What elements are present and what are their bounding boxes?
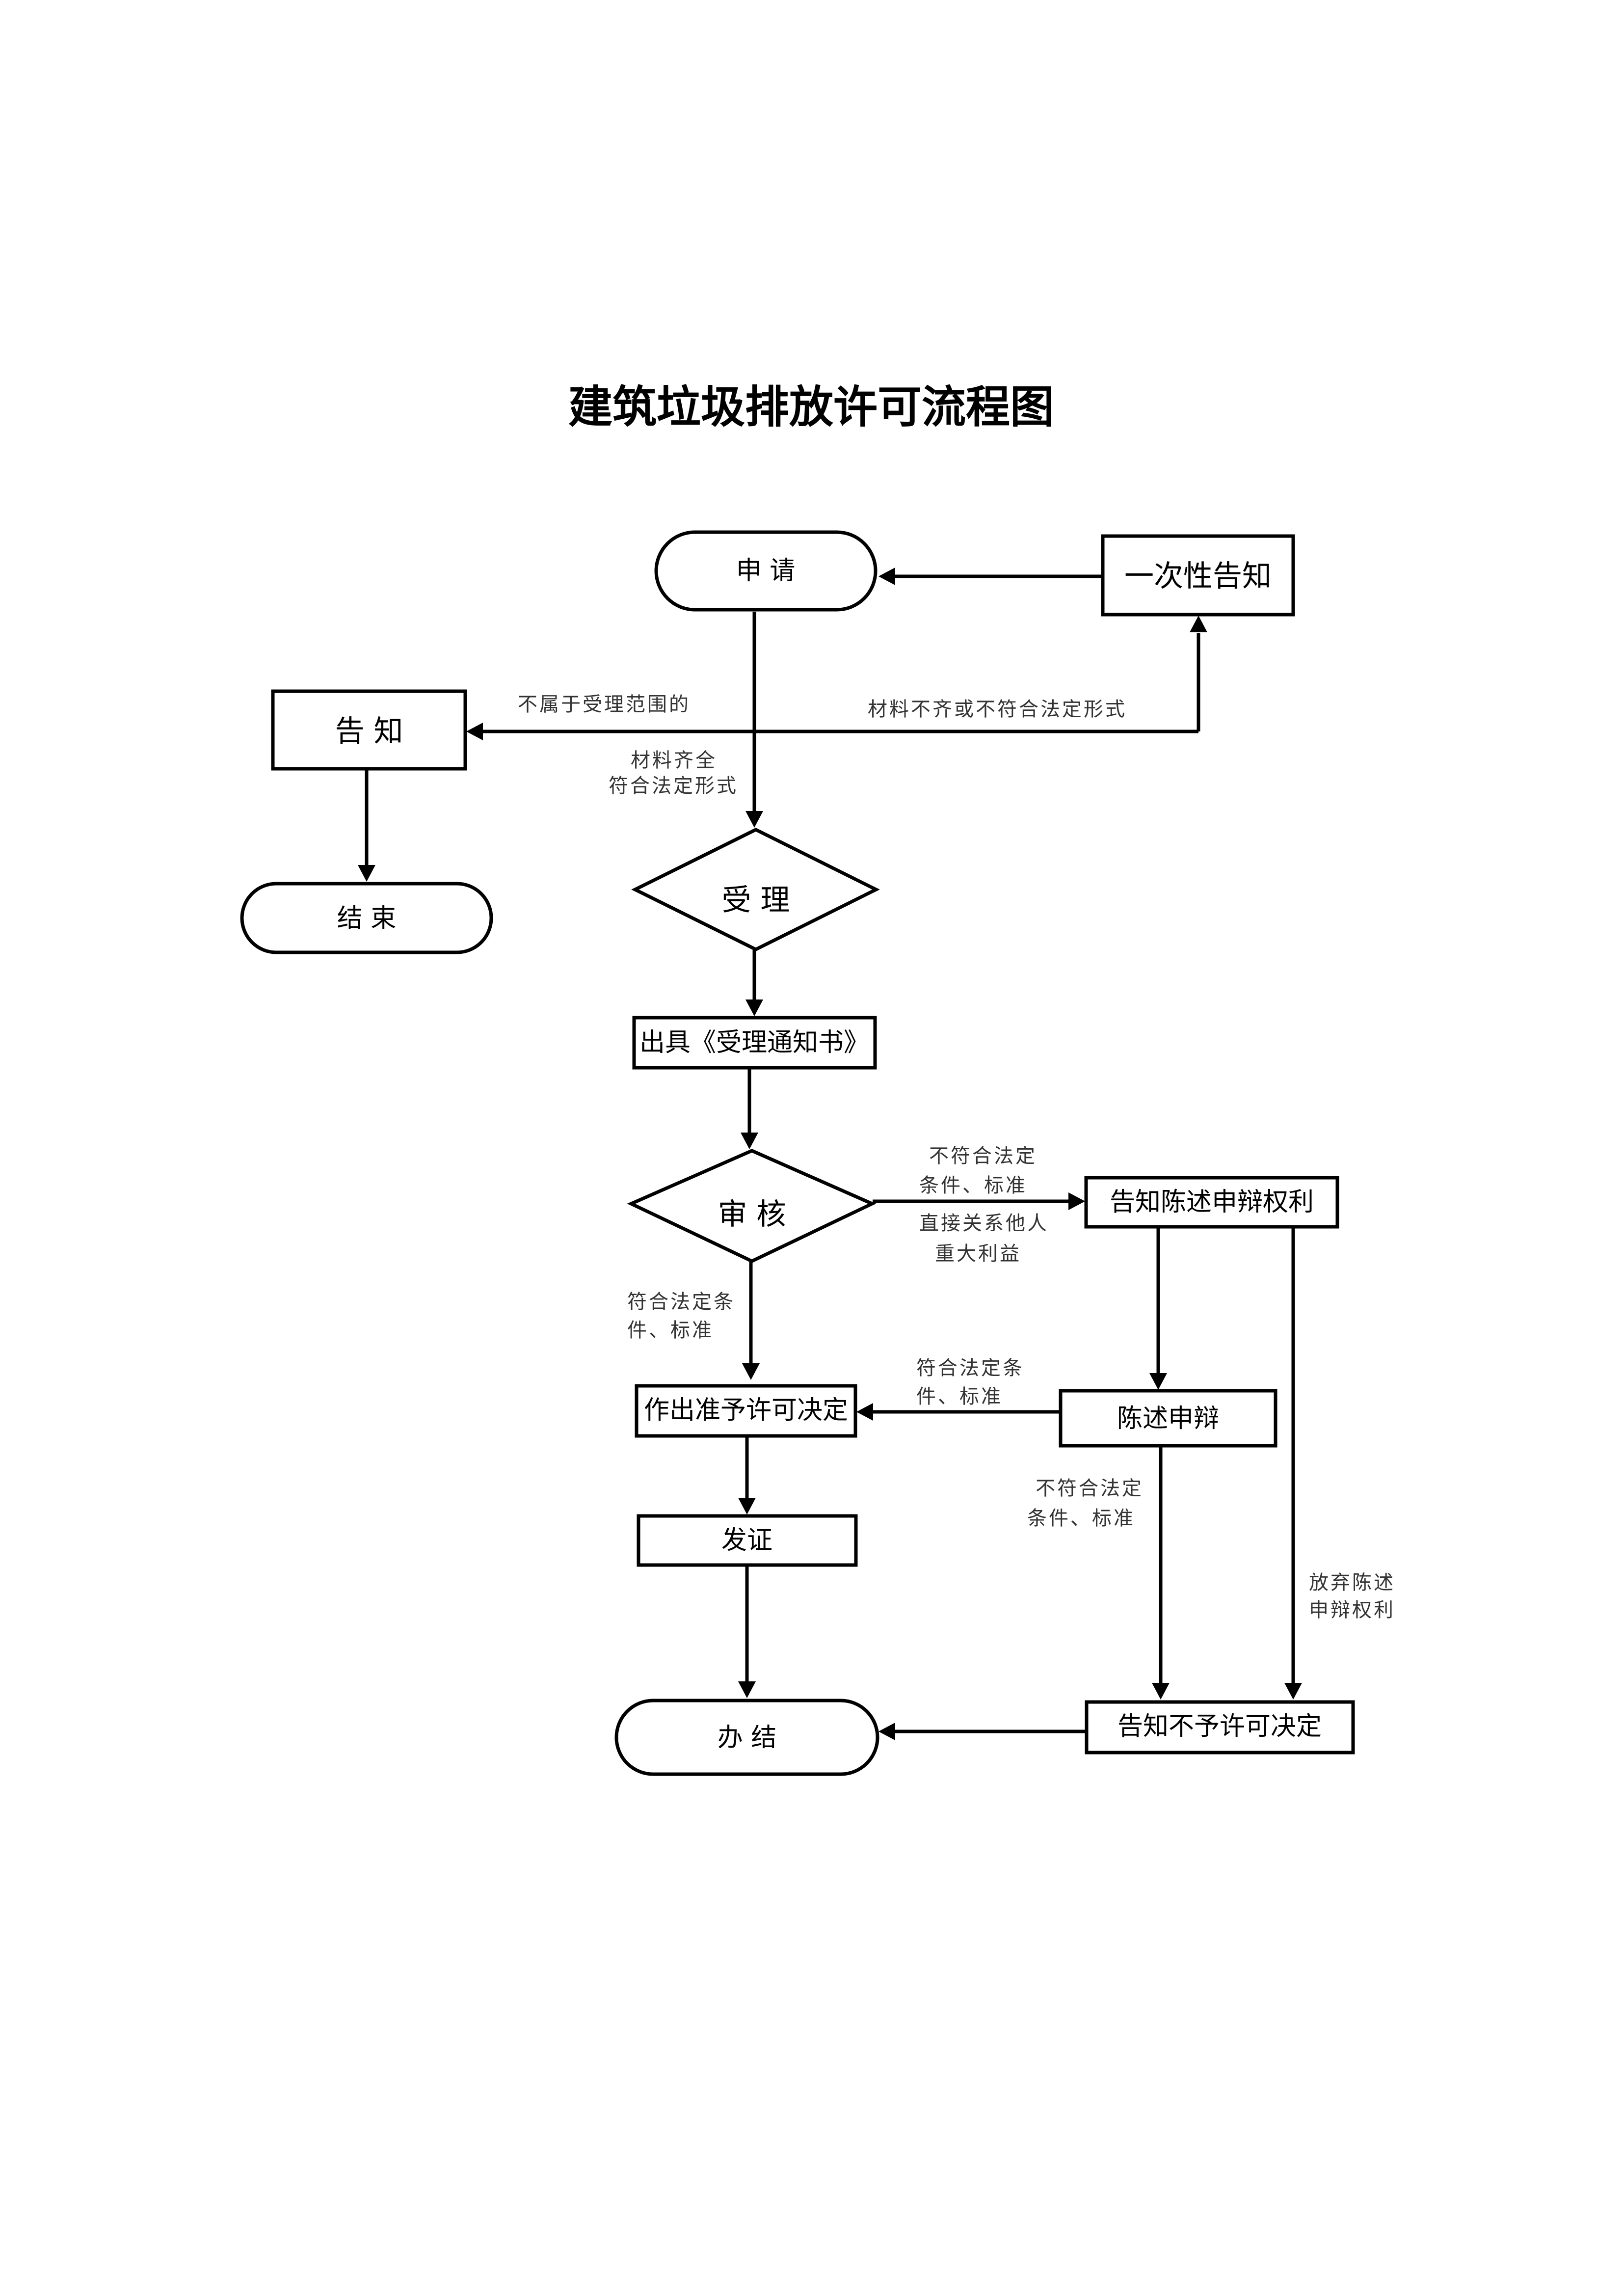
node-issue-notice-label: 出具《受理通知书》 bbox=[639, 1028, 869, 1057]
node-apply-label: 申 请 bbox=[736, 556, 796, 586]
label-complete-materials-2: 符合法定形式 bbox=[609, 775, 738, 797]
arrowhead bbox=[1284, 1683, 1302, 1700]
node-apply bbox=[654, 530, 878, 612]
node-inform-rights-label: 告知陈述申辩权利 bbox=[1110, 1188, 1314, 1217]
arrowhead bbox=[1149, 1373, 1167, 1390]
label-major-interest-2: 重大利益 bbox=[935, 1243, 1021, 1265]
label-defense-meet-2: 件、标准 bbox=[916, 1385, 1003, 1408]
arrowhead bbox=[741, 1133, 758, 1149]
arrowhead bbox=[466, 723, 483, 740]
arrowhead bbox=[1190, 616, 1207, 632]
page-title: 建筑垃圾排放许可流程图 bbox=[568, 381, 1054, 433]
arrowhead bbox=[745, 811, 763, 828]
node-review-label: 审 核 bbox=[718, 1197, 786, 1232]
arrowhead bbox=[1068, 1192, 1085, 1210]
node-grant-decision-label: 作出准予许可决定 bbox=[644, 1396, 848, 1425]
label-waive-rights-1: 放弃陈述 bbox=[1309, 1571, 1395, 1594]
node-review bbox=[627, 1149, 877, 1263]
arrowhead bbox=[742, 1363, 760, 1380]
node-statement-defense-label: 陈述申辩 bbox=[1117, 1404, 1219, 1433]
arrowhead bbox=[738, 1681, 756, 1698]
arrowhead bbox=[358, 865, 375, 882]
label-defense-not-meet-2: 条件、标准 bbox=[1027, 1507, 1135, 1530]
node-accept-label: 受 理 bbox=[721, 883, 790, 918]
label-complete-materials-1: 材料齐全 bbox=[631, 749, 717, 772]
arrowhead bbox=[745, 999, 763, 1016]
label-defense-not-meet-1: 不符合法定 bbox=[1036, 1477, 1144, 1500]
node-grant-decision bbox=[635, 1384, 857, 1438]
label-major-interest-1: 直接关系他人 bbox=[919, 1212, 1049, 1235]
node-end bbox=[240, 882, 493, 954]
node-issue-cert bbox=[637, 1514, 858, 1567]
node-inform-rights bbox=[1084, 1176, 1339, 1229]
node-statement-defense bbox=[1059, 1389, 1277, 1448]
arrowhead bbox=[856, 1403, 873, 1421]
node-end-label: 结 束 bbox=[337, 904, 397, 933]
label-out-of-scope: 不属于受理范围的 bbox=[518, 693, 691, 716]
label-review-not-meet-2: 条件、标准 bbox=[919, 1174, 1027, 1197]
label-incomplete-materials: 材料不齐或不符合法定形式 bbox=[868, 698, 1127, 721]
arrowhead bbox=[878, 1723, 895, 1740]
label-waive-rights-2: 申辩权利 bbox=[1309, 1599, 1395, 1621]
label-review-meet-1: 符合法定条 bbox=[627, 1291, 735, 1313]
arrowhead bbox=[738, 1498, 756, 1514]
node-issue-notice bbox=[632, 1016, 877, 1070]
node-deny-decision-label: 告知不予许可决定 bbox=[1117, 1712, 1322, 1741]
arrowhead bbox=[878, 567, 895, 585]
node-deny-decision bbox=[1085, 1700, 1355, 1755]
node-complete bbox=[614, 1699, 879, 1776]
label-review-not-meet-1: 不符合法定 bbox=[929, 1145, 1037, 1167]
node-one-time-notice-label: 一次性告知 bbox=[1124, 559, 1272, 594]
label-review-meet-2: 件、标准 bbox=[627, 1319, 714, 1342]
node-accept bbox=[631, 828, 880, 951]
node-one-time-notice bbox=[1101, 534, 1295, 617]
arrowhead bbox=[1152, 1683, 1170, 1700]
label-defense-meet-1: 符合法定条 bbox=[916, 1357, 1024, 1379]
node-notice-label: 告 知 bbox=[335, 714, 403, 749]
node-complete-label: 办 结 bbox=[718, 1723, 777, 1753]
node-issue-cert-label: 发证 bbox=[721, 1526, 772, 1555]
node-notice bbox=[271, 689, 467, 771]
